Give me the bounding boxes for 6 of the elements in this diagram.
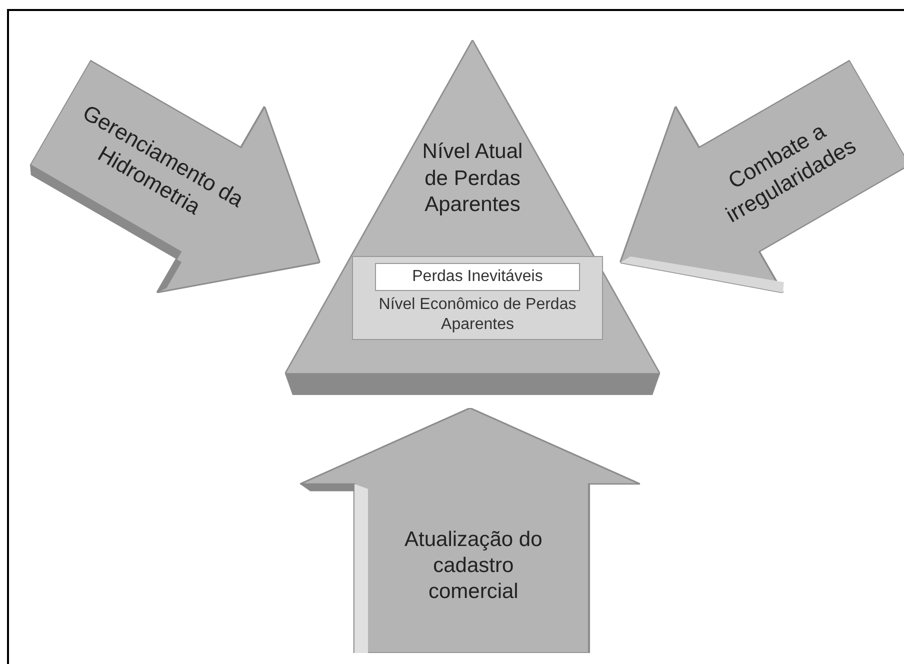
- label-panel: [375, 263, 580, 291]
- node-label: Nível Atual de Perdas Aparentes: [421, 139, 524, 218]
- node-label: Nível Econômico de Perdas Aparentes: [378, 296, 576, 333]
- node-label: Atualização do cadastro comercial: [404, 526, 544, 606]
- text-panel: [352, 256, 603, 340]
- node-label: Perdas Inevitáveis: [412, 267, 543, 287]
